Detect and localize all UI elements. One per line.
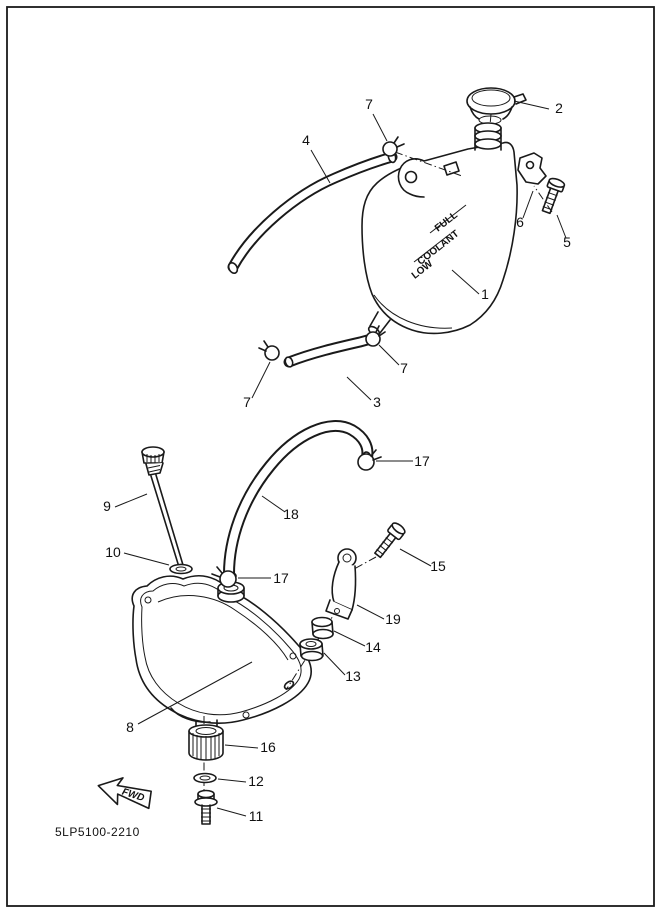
- joint-upper: [311, 616, 334, 640]
- joint-hole: [283, 680, 295, 690]
- callout-12: 12: [248, 773, 264, 789]
- callout-18: 18: [283, 506, 299, 522]
- fwd-arrow: FWD: [97, 777, 152, 810]
- callout-1: 1: [481, 286, 489, 302]
- washer: [193, 772, 217, 784]
- damper: [188, 724, 224, 761]
- hose-clamp-top: [382, 136, 405, 157]
- hose-clamp-18-top: [357, 449, 382, 471]
- callout-8: 8: [126, 719, 134, 735]
- coolant-tank: FULL COOLANT LOW: [361, 141, 518, 337]
- stay-bracket: [325, 548, 357, 620]
- oil-tank: [131, 575, 312, 731]
- callout-7c: 7: [243, 394, 251, 410]
- callout-16: 16: [260, 739, 276, 755]
- stay-bolt: [374, 522, 406, 559]
- callout-17a: 17: [414, 453, 430, 469]
- callout-19: 19: [385, 611, 401, 627]
- callout-4: 4: [302, 132, 310, 148]
- callout-13: 13: [345, 668, 361, 684]
- hose-clamp-left: [258, 340, 280, 361]
- hose-lower: [283, 333, 377, 368]
- callout-7a: 7: [365, 96, 373, 112]
- callout-11: 11: [249, 808, 264, 824]
- callout-7b: 7: [400, 360, 408, 376]
- callout-10: 10: [105, 544, 121, 560]
- drain-bolt: [194, 789, 218, 825]
- tab-hole: [404, 170, 418, 184]
- joint-lower: [299, 638, 324, 662]
- callout-9: 9: [103, 498, 111, 514]
- callout-5: 5: [563, 234, 571, 250]
- tank-clip: [443, 161, 460, 176]
- dipstick: [141, 446, 186, 571]
- callout-numbers: 2 7 4 6 5 1 7 7 3 17 9 18 10 15 17 19 14…: [103, 96, 571, 824]
- hose-clamp-mid: [365, 325, 386, 347]
- bracket: [517, 152, 547, 185]
- callout-2: 2: [555, 100, 563, 116]
- callout-17b: 17: [273, 570, 289, 586]
- part-code: 5LP5100-2210: [55, 825, 140, 839]
- coolant-cap: [466, 87, 527, 125]
- callout-6: 6: [516, 214, 524, 230]
- callout-15: 15: [430, 558, 446, 574]
- callout-14: 14: [365, 639, 381, 655]
- leader-lines: [114, 100, 567, 817]
- page-border: [6, 6, 655, 907]
- bracket-bolt: [541, 177, 566, 215]
- filler-neck: [474, 122, 502, 151]
- hose-clamp-18-bottom: [211, 566, 237, 588]
- callout-3: 3: [373, 394, 381, 410]
- gasket: [169, 563, 193, 575]
